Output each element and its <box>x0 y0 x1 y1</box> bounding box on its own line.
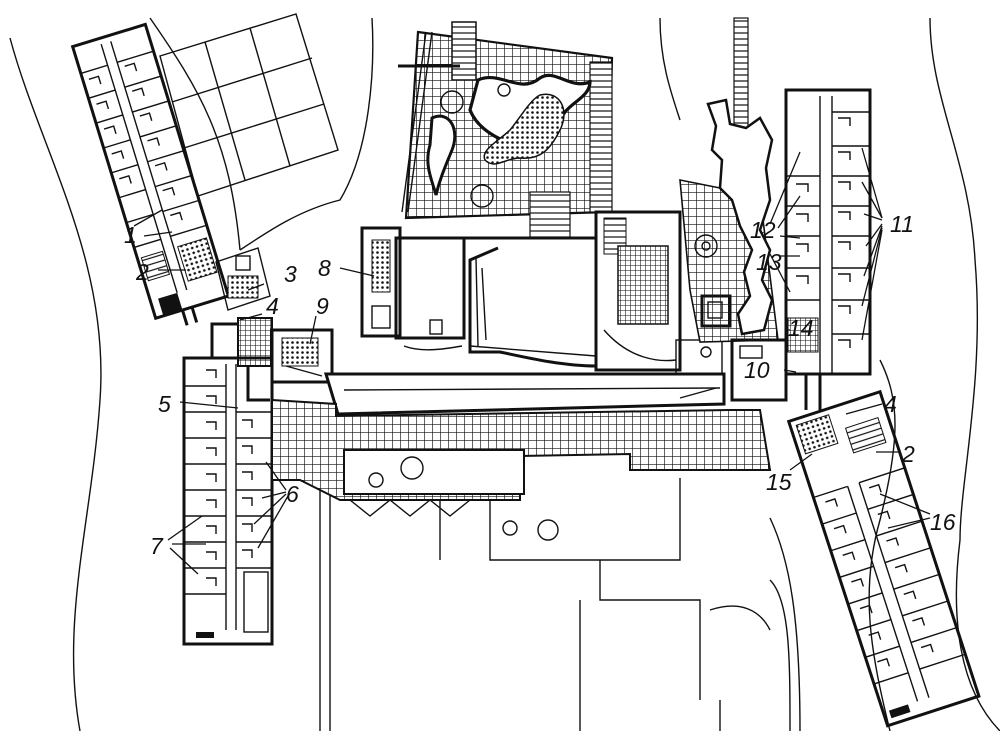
wing-southeast <box>786 389 981 728</box>
label-2-east: 2 <box>901 441 915 467</box>
label-2-west: 2 <box>135 259 149 285</box>
label-5: 5 <box>158 391 171 417</box>
central-block <box>360 210 723 375</box>
north-garden <box>398 21 614 239</box>
label-4-west: 4 <box>266 293 279 319</box>
label-1-leaders <box>133 209 173 237</box>
south-terrace <box>271 398 772 541</box>
label-8: 8 <box>318 255 331 281</box>
label-11: 11 <box>890 211 914 237</box>
label-7-leaders <box>167 515 206 575</box>
main-gallery <box>323 345 726 431</box>
label-6: 6 <box>286 481 299 507</box>
label-13-leaders <box>769 253 800 293</box>
label-11-leaders <box>861 147 883 341</box>
label-7: 7 <box>150 533 164 559</box>
wing-northwest <box>70 22 231 326</box>
label-15: 15 <box>766 469 792 495</box>
label-6-leaders <box>253 461 289 549</box>
label-13: 13 <box>756 249 782 275</box>
label-14: 14 <box>788 315 814 341</box>
room-3-block <box>215 247 271 311</box>
misc-leaders <box>158 267 900 471</box>
wing-east <box>730 88 872 410</box>
label-4-east: 4 <box>884 391 897 417</box>
label-1: 1 <box>124 222 137 248</box>
sports-field <box>159 13 339 197</box>
wing-west <box>182 356 274 646</box>
label-3: 3 <box>284 261 297 287</box>
label-12: 12 <box>750 217 776 243</box>
callout-labels: 1 2 3 4 9 8 5 6 7 11 12 13 14 10 4 2 15 … <box>124 211 956 559</box>
label-9: 9 <box>316 293 329 319</box>
label-16: 16 <box>930 509 956 535</box>
site-outline <box>9 17 1000 731</box>
label-12-leaders <box>769 151 801 239</box>
label-16-leaders <box>879 493 931 529</box>
east-garden <box>679 17 779 343</box>
label-10: 10 <box>744 357 770 383</box>
